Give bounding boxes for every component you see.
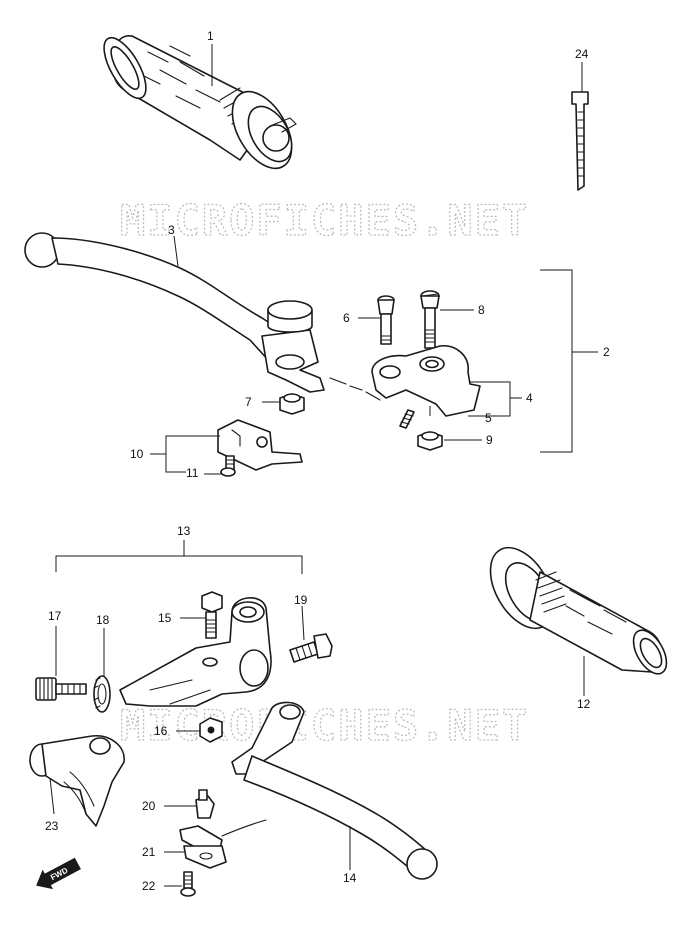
watermark-top: MICROFICHES.NET xyxy=(120,196,529,245)
clutch-lever xyxy=(231,701,438,880)
screw-11 xyxy=(220,455,236,477)
callout-1: 1 xyxy=(207,29,214,43)
callout-24: 24 xyxy=(575,47,589,61)
locknut-18 xyxy=(93,675,111,713)
callout-11: 11 xyxy=(186,466,199,480)
callout-14: 14 xyxy=(343,871,357,885)
callout-10: 10 xyxy=(130,447,144,461)
callout-19: 19 xyxy=(294,593,308,607)
callout-3: 3 xyxy=(168,223,175,237)
callout-4: 4 xyxy=(526,391,533,405)
brake-lever xyxy=(24,232,381,401)
callout-15: 15 xyxy=(158,611,172,625)
callout-2: 2 xyxy=(603,345,610,359)
callout-8: 8 xyxy=(478,303,485,317)
nut-16 xyxy=(199,717,223,743)
bolt-8 xyxy=(420,290,440,349)
adjuster-17 xyxy=(35,677,87,701)
left-grip xyxy=(103,35,297,170)
watermark-bottom: MICROFICHES.NET xyxy=(120,701,529,750)
fwd-arrow: FWD xyxy=(36,857,81,890)
clutch-holder xyxy=(119,597,272,707)
spring-5 xyxy=(399,409,415,429)
callout-12: 12 xyxy=(577,697,591,711)
callout-23: 23 xyxy=(45,819,59,833)
callout-7: 7 xyxy=(245,395,252,409)
nut-9 xyxy=(417,431,443,451)
callout-17: 17 xyxy=(48,609,62,623)
callout-21: 21 xyxy=(142,845,156,859)
callout-6: 6 xyxy=(343,311,350,325)
callout-18: 18 xyxy=(96,613,110,627)
callout-22: 22 xyxy=(142,879,156,893)
callout-5: 5 xyxy=(485,411,492,425)
right-grip xyxy=(489,546,668,675)
lever-cover xyxy=(29,735,125,827)
clip-20 xyxy=(195,789,215,819)
bracket-4 xyxy=(371,345,481,417)
callout-9: 9 xyxy=(486,433,493,447)
brake-switch xyxy=(217,419,303,471)
switch-21 xyxy=(179,819,267,869)
cable-tie xyxy=(571,91,589,191)
bolt-19 xyxy=(289,633,333,663)
bolt-15 xyxy=(201,591,223,639)
callout-13: 13 xyxy=(177,524,191,538)
screw-22 xyxy=(180,871,196,897)
nut-7 xyxy=(279,393,305,415)
callout-16: 16 xyxy=(154,724,168,738)
bolt-6 xyxy=(377,295,395,345)
callout-20: 20 xyxy=(142,799,156,813)
